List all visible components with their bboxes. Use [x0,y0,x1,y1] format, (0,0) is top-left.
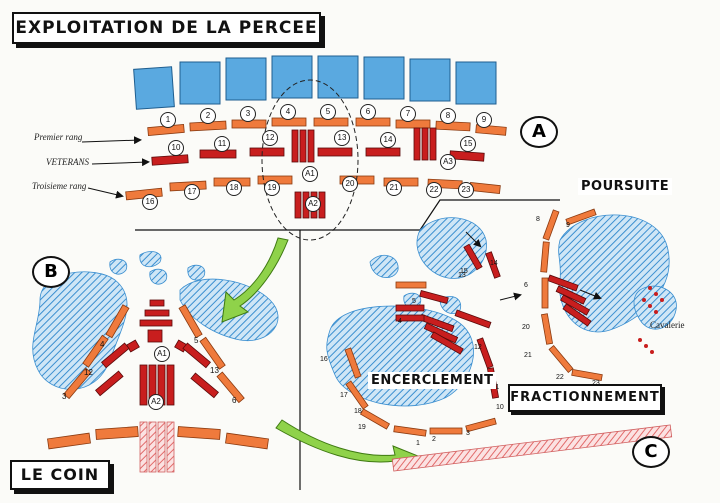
unit-number: A2 [305,196,321,212]
wedge-reserve-b [139,421,175,473]
unit-number: 4 [398,318,402,325]
rank-label-troisieme: Troisieme rang [32,181,87,191]
unit-number: 18 [226,180,242,196]
label-cavalerie: Cavalerie [650,320,685,330]
unit-number: 21 [386,180,402,196]
unit-number: 21 [524,352,532,359]
rank-label-veterans: VETERANS [46,157,89,167]
unit-number: 6 [524,282,528,289]
unit-number: A1 [154,346,170,362]
rank-label-premier: Premier rang [34,132,83,142]
unit-number: 23 [458,182,474,198]
unit-number: 5 [320,104,336,120]
page-title: EXPLOITATION DE LA PERCEE [12,12,321,44]
section-c-letter: C [632,436,670,468]
unit-number: 22 [556,374,564,381]
enemy-masses-c [326,214,677,407]
wedge-flank-b [47,304,269,450]
label-poursuite: POURSUITE [578,178,673,195]
page-title-text: EXPLOITATION DE LA PERCEE [15,18,318,38]
unit-number: 8 [440,108,456,124]
unit-number: 2 [200,108,216,124]
unit-number: 6 [232,396,237,405]
unit-number: 13 [458,272,466,279]
unit-number: 1 [416,440,420,447]
section-b-letter: B [32,256,70,288]
encirclement-units-c [395,243,592,399]
unit-number: 13 [210,366,219,375]
unit-number: 3 [240,106,256,122]
unit-number: 8 [536,216,540,223]
unit-number: 23 [592,380,600,387]
cavalry-dots [638,286,664,354]
unit-number: 12 [474,344,482,351]
unit-number: 5 [194,336,199,345]
unit-number: 15 [460,268,468,275]
unit-number: 11 [214,136,230,152]
unit-number: 9 [476,112,492,128]
unit-number: 16 [320,356,328,363]
unit-number: 5 [412,298,416,305]
wedge-units-b [95,299,219,406]
unit-number: 14 [380,132,396,148]
unit-number: A3 [440,154,456,170]
label-fractionnement: FRACTIONNEMENT [508,384,662,412]
unit-number: 4 [280,104,296,120]
unit-number: A1 [302,166,318,182]
unit-number: 20 [522,324,530,331]
flank-units-c [344,208,603,437]
unit-number: 1 [160,112,176,128]
unit-number: 4 [100,340,105,349]
unit-number: 19 [358,424,366,431]
unit-number: 12 [84,368,93,377]
unit-number: 9 [566,222,570,229]
label-encerclement: ENCERCLEMENT [368,372,497,389]
unit-number: 2 [432,436,436,443]
section-dividers [135,199,560,490]
unit-number: 14 [490,260,498,267]
highlight-ellipse [261,79,359,241]
unit-number: 13 [334,130,350,146]
unit-number: 19 [264,180,280,196]
unit-number: 20 [342,176,358,192]
unit-number: A2 [148,394,164,410]
pink-band [391,424,673,472]
unit-number: 17 [340,392,348,399]
unit-number: 7 [400,106,416,122]
unit-number: 10 [496,404,504,411]
unit-number: 6 [360,104,376,120]
unit-number: 12 [262,130,278,146]
unit-number: 15 [460,136,476,152]
unit-number: 22 [426,182,442,198]
section-a-letter: A [520,116,558,148]
unit-number: 17 [184,184,200,200]
unit-number: 10 [168,140,184,156]
unit-number: 3 [466,430,470,437]
unit-number: 18 [354,408,362,415]
section-b-name: LE COIN [10,460,110,490]
unit-number: 3 [62,392,67,401]
unit-number: 16 [142,194,158,210]
enemy-blocks-a [133,55,497,110]
